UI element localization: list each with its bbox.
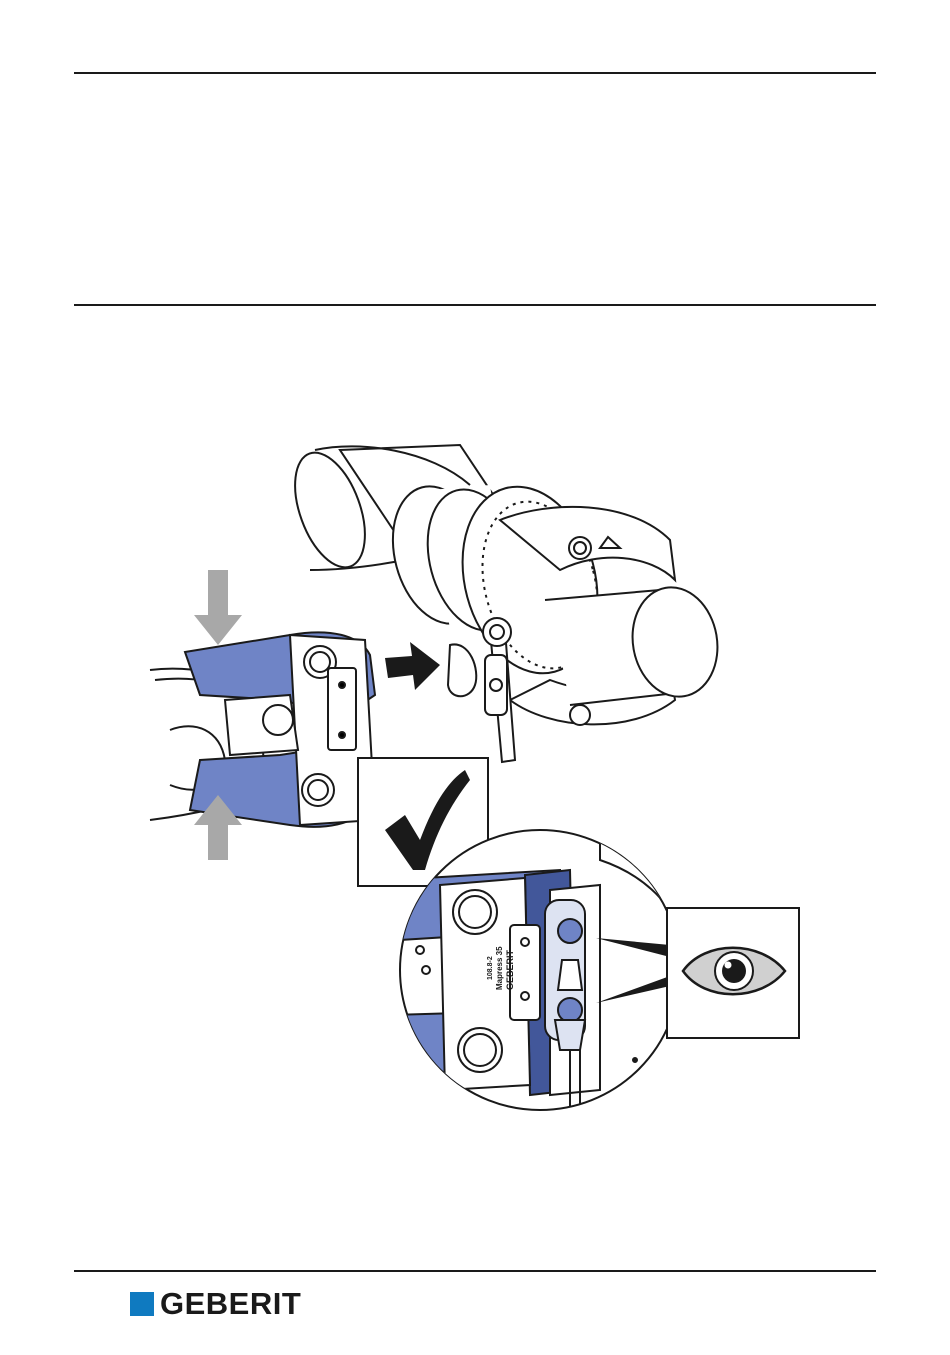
press-tool — [150, 632, 375, 826]
logo-square-icon — [130, 1292, 154, 1316]
jaw-model-label: Mapress 35 — [495, 946, 504, 990]
insert-arrow-icon — [385, 642, 440, 690]
press-jaw-illustration: GEBERIT Mapress 35 108.8-2 — [130, 430, 830, 1130]
jaw-code-label: 108.8-2 — [487, 956, 494, 980]
header-rule — [74, 72, 876, 74]
footer-rule — [74, 1270, 876, 1272]
jaw-brand-label: GEBERIT — [505, 949, 515, 990]
section-rule — [74, 304, 876, 306]
inspection-eye-box — [667, 908, 799, 1038]
press-direction-arrow-icon — [194, 570, 242, 645]
geberit-logo: GEBERIT — [130, 1288, 301, 1319]
logo-text: GEBERIT — [160, 1288, 301, 1319]
